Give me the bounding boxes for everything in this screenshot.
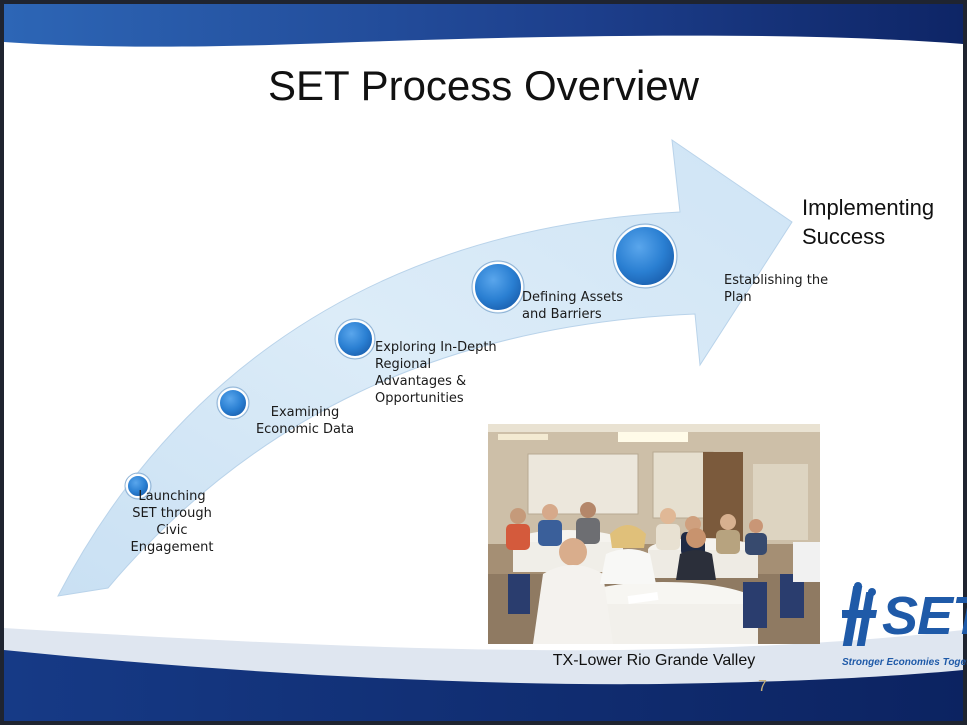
step-label-1-line: SET through xyxy=(132,506,212,521)
step-circle-5 xyxy=(612,223,678,289)
photo-caption: TX-Lower Rio Grande Valley xyxy=(552,652,756,669)
set-logo-icon xyxy=(842,582,878,646)
bottom-band xyxy=(4,650,963,721)
step-circle-4 xyxy=(471,260,525,314)
step-label-3: Exploring In-Depth Regional Advantages &… xyxy=(375,339,497,407)
step-label-5-line: Plan xyxy=(724,290,752,305)
page-number: 7 xyxy=(758,678,767,695)
step-label-2-line: Economic Data xyxy=(255,422,355,437)
process-arrow xyxy=(57,138,793,597)
step-label-4-line: Defining Assets xyxy=(522,290,623,305)
set-logo-tagline: Stronger Economies Together xyxy=(842,657,967,668)
step-circle-2 xyxy=(216,386,250,420)
step-label-4-line: and Barriers xyxy=(522,307,602,322)
step-label-2: Examining Economic Data xyxy=(250,404,360,438)
final-step-label-line: Success xyxy=(802,224,886,249)
step-label-1-line: Engagement xyxy=(130,540,214,555)
step-circle-3 xyxy=(334,318,376,360)
step-label-3-line: Exploring In-Depth xyxy=(375,340,497,355)
meeting-photo xyxy=(488,424,820,644)
step-label-3-line: Regional xyxy=(375,357,432,372)
slide-title: SET Process Overview xyxy=(267,62,699,109)
step-label-5: Establishing the Plan xyxy=(724,272,828,306)
top-band xyxy=(4,4,963,47)
step-circle-1 xyxy=(124,472,152,500)
step-label-5-line: Establishing the xyxy=(724,273,829,288)
step-label-3-line: Opportunities xyxy=(375,391,464,406)
step-label-1-line: Launching xyxy=(138,489,206,504)
final-step-label: Implementing Success xyxy=(802,193,934,251)
step-label-2-line: Examining xyxy=(270,405,340,420)
step-label-4: Defining Assets and Barriers xyxy=(522,289,623,323)
step-label-1-line: Civic xyxy=(156,523,188,538)
step-label-1: Launching SET through Civic Engagement xyxy=(117,488,227,556)
set-logo-text: SET xyxy=(882,586,967,646)
final-step-label-line: Implementing xyxy=(802,195,935,220)
step-label-3-line: Advantages & xyxy=(375,374,467,389)
